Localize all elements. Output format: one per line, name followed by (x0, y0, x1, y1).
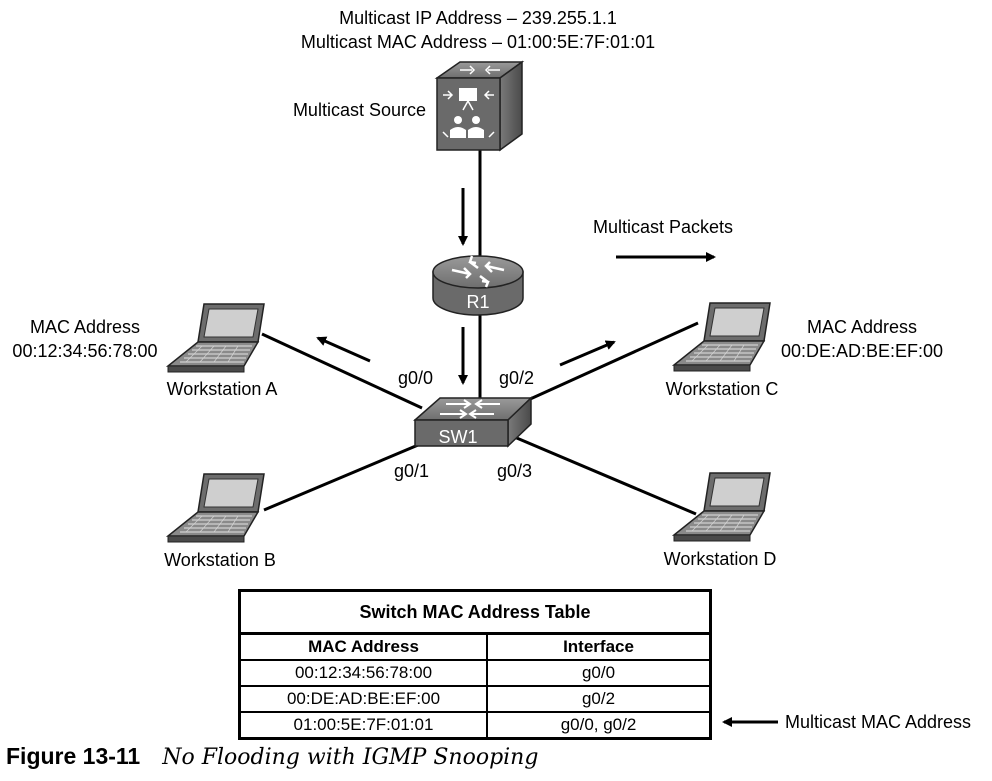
mac-table-header-interface: Interface (486, 632, 712, 661)
switch-label: SW1 (438, 427, 478, 447)
link-sw1-wsd (511, 434, 697, 516)
figure-title: No Flooding with IGMP Snooping (162, 745, 539, 770)
table-cell-mac: 01:00:5E:7F:01:01 (238, 711, 488, 740)
flow-arrow-to-wsa (316, 336, 371, 363)
workstation-a-mac: 00:12:34:56:78:00 (12, 341, 158, 361)
multicast-mac-label: Multicast MAC Address – 01:00:5E:7F:01:0… (300, 32, 656, 52)
multicast-source-icon (434, 60, 525, 152)
router-icon (432, 255, 524, 316)
laptop-icon-workstation-b (167, 473, 265, 543)
mac-address-table: Switch MAC Address Table MAC Address Int… (238, 589, 712, 740)
table-cell-interface: g0/0, g0/2 (486, 711, 712, 740)
flow-arrow-to-wsc (559, 340, 616, 367)
multicast-source-label: Multicast Source (292, 100, 426, 120)
table-cell-mac: 00:12:34:56:78:00 (238, 659, 488, 687)
table-row: 00:12:34:56:78:00 g0/0 (238, 659, 712, 687)
port-label-g00: g0/0 (398, 368, 434, 388)
workstation-d-label: Workstation D (663, 549, 777, 569)
table-row: 00:DE:AD:BE:EF:00 g0/2 (238, 685, 712, 713)
link-sw1-wsc (527, 321, 699, 402)
mac-table-header-mac: MAC Address (238, 632, 488, 661)
multicast-mac-pointer-label: Multicast MAC Address (785, 712, 972, 732)
router-label: R1 (466, 292, 490, 312)
figure-caption: Figure 13-11 No Flooding with IGMP Snoopi… (6, 743, 538, 770)
table-row: 01:00:5E:7F:01:01 g0/0, g0/2 (238, 711, 712, 740)
workstation-a-label: Workstation A (166, 379, 278, 399)
laptop-icon-workstation-c (673, 302, 771, 372)
link-sw1-wsb (263, 438, 431, 512)
switch-icon (413, 396, 533, 448)
port-label-g02: g0/2 (499, 368, 535, 388)
port-label-g01: g0/1 (394, 461, 430, 481)
workstation-c-mac: 00:DE:AD:BE:EF:00 (780, 341, 944, 361)
multicast-ip-label: Multicast IP Address – 239.255.1.1 (339, 8, 617, 28)
table-cell-interface: g0/2 (486, 685, 712, 713)
laptop-icon-workstation-d (673, 472, 771, 542)
table-cell-interface: g0/0 (486, 659, 712, 687)
table-cell-mac: 00:DE:AD:BE:EF:00 (238, 685, 488, 713)
port-label-g03: g0/3 (497, 461, 533, 481)
multicast-packets-label: Multicast Packets (593, 217, 734, 237)
workstation-c-label: Workstation C (665, 379, 779, 399)
workstation-c-mac-title: MAC Address (806, 317, 918, 337)
workstation-b-label: Workstation B (164, 550, 276, 570)
mac-table-title: Switch MAC Address Table (238, 589, 712, 635)
mac-table-header-row: MAC Address Interface (238, 632, 712, 661)
laptop-icon-workstation-a (167, 303, 265, 373)
workstation-a-mac-title: MAC Address (29, 317, 141, 337)
figure-number: Figure 13-11 (6, 743, 141, 769)
link-sw1-wsa (261, 332, 423, 410)
